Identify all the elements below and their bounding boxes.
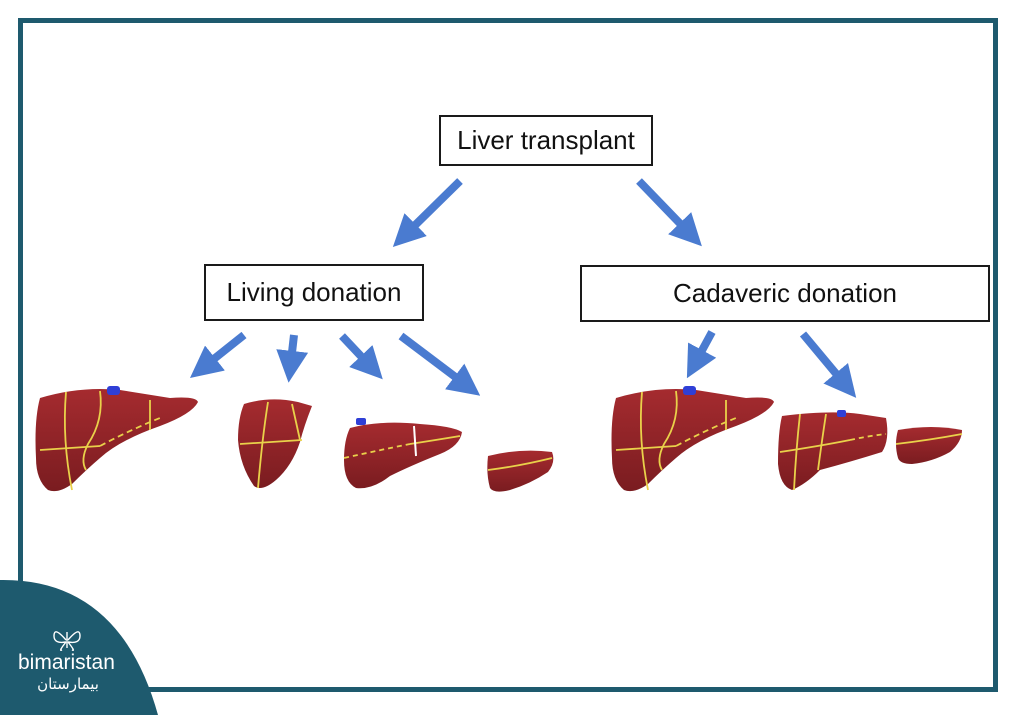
left-lateral-split bbox=[895, 427, 963, 464]
arrow-root-to-cadaveric bbox=[636, 178, 702, 247]
arrow-cadaveric-to-full-liver bbox=[686, 330, 717, 379]
vessel-icon bbox=[837, 410, 846, 417]
arrow-living-to-left-lobe bbox=[339, 333, 383, 380]
arrow-living-to-right-lobe bbox=[398, 332, 481, 396]
vessel-icon bbox=[683, 386, 696, 395]
whole-liver-cadaveric bbox=[611, 386, 774, 492]
node-cadaveric-donation: Cadaveric donation bbox=[580, 265, 990, 322]
arrow-cadaveric-to-split-liver bbox=[799, 331, 857, 398]
node-liver-transplant: Liver transplant bbox=[439, 115, 653, 166]
brand-corner bbox=[0, 579, 158, 715]
whole-liver-living bbox=[35, 386, 198, 492]
node-living-donation: Living donation bbox=[204, 264, 424, 321]
right-lobe bbox=[487, 450, 554, 492]
vessel-icon bbox=[107, 386, 120, 395]
arrow-living-to-left-lateral bbox=[276, 334, 309, 383]
vessel-icon bbox=[356, 418, 366, 425]
left-lobe bbox=[343, 418, 462, 489]
extended-right-lobe bbox=[778, 410, 888, 491]
butterfly-icon bbox=[53, 631, 81, 652]
left-lateral-segment bbox=[238, 399, 312, 489]
brand-name-arabic: بيمارستان bbox=[37, 675, 99, 693]
brand-name: bimaristan bbox=[18, 651, 115, 674]
arrow-root-to-living bbox=[392, 178, 463, 247]
arrow-living-to-full-liver bbox=[189, 331, 247, 378]
